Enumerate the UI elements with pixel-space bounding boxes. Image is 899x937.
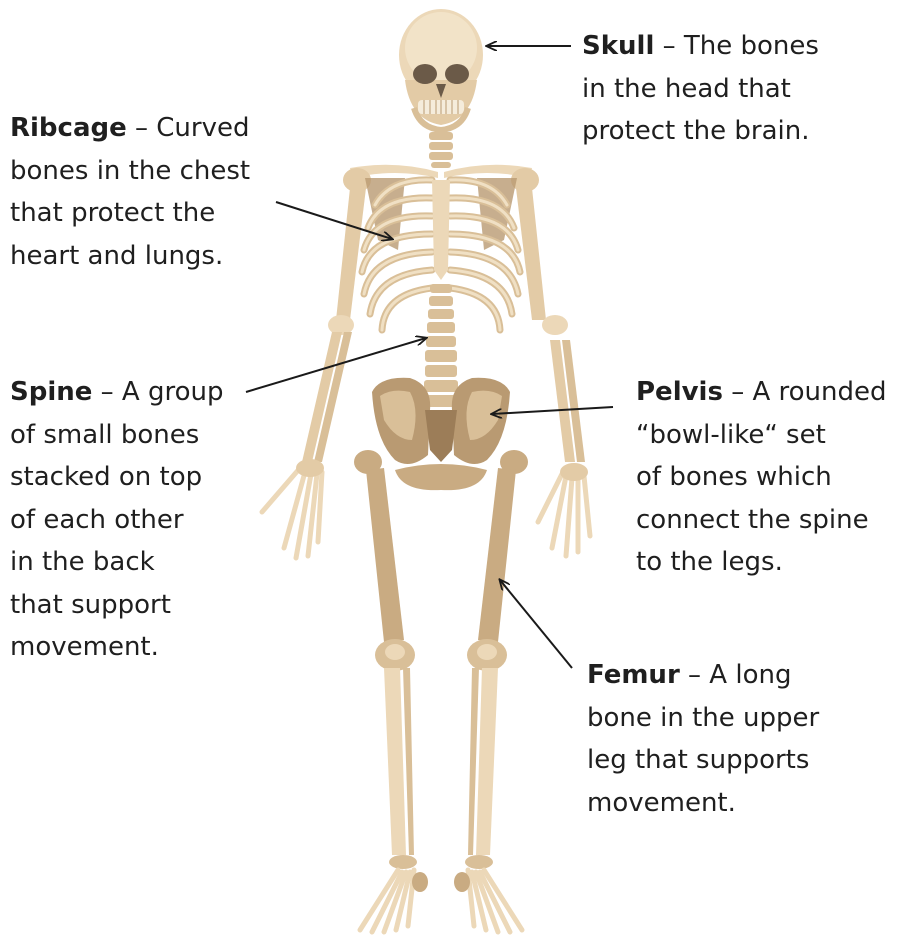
spine-desc-line: in the back bbox=[10, 541, 224, 584]
pelvis-desc-line: to the legs. bbox=[636, 541, 887, 584]
right-arm-bones bbox=[516, 188, 590, 556]
pelvis-desc-line: connect the spine bbox=[636, 499, 887, 542]
ribcage-term: Ribcage bbox=[10, 113, 127, 143]
neck-vertebrae bbox=[429, 132, 453, 168]
skull-desc-line: – The bones bbox=[654, 31, 819, 61]
femur-arrow bbox=[500, 580, 572, 668]
femur-label: Femur – A long bone in the upper leg tha… bbox=[587, 654, 819, 824]
pelvis-desc-line: “bowl-like“ set bbox=[636, 414, 887, 457]
femur-desc-line: movement. bbox=[587, 782, 819, 825]
ribcage-desc-line: that protect the bbox=[10, 192, 250, 235]
ribcage-desc-line: heart and lungs. bbox=[10, 235, 250, 278]
pelvis-desc-line: – A rounded bbox=[723, 377, 887, 407]
ribcage-desc-line: – Curved bbox=[127, 113, 250, 143]
femur-desc-line: bone in the upper bbox=[587, 697, 819, 740]
pelvis-term: Pelvis bbox=[636, 377, 723, 407]
pelvis-arrow bbox=[492, 407, 613, 414]
skeleton-illustration bbox=[262, 9, 590, 932]
pelvis-bone bbox=[372, 378, 510, 490]
ribcage-label: Ribcage – Curved bones in the chest that… bbox=[10, 107, 250, 277]
skull-label: Skull – The bones in the head that prote… bbox=[582, 25, 819, 153]
left-leg-bones bbox=[354, 450, 428, 932]
left-arm-bones bbox=[262, 188, 366, 558]
spine-bone bbox=[424, 284, 458, 407]
femur-term: Femur bbox=[587, 660, 680, 690]
femur-desc-line: – A long bbox=[680, 660, 792, 690]
skull-bone bbox=[399, 9, 483, 130]
spine-desc-line: movement. bbox=[10, 626, 224, 669]
pelvis-label: Pelvis – A rounded “bowl-like“ set of bo… bbox=[636, 371, 887, 584]
right-leg-bones bbox=[454, 450, 528, 932]
skull-desc-line: protect the brain. bbox=[582, 110, 819, 153]
femur-desc-line: leg that supports bbox=[587, 739, 819, 782]
spine-label: Spine – A group of small bones stacked o… bbox=[10, 371, 224, 669]
spine-desc-line: – A group bbox=[92, 377, 223, 407]
spine-desc-line: stacked on top bbox=[10, 456, 224, 499]
spine-desc-line: that support bbox=[10, 584, 224, 627]
skull-desc-line: in the head that bbox=[582, 68, 819, 111]
ribcage-desc-line: bones in the chest bbox=[10, 150, 250, 193]
skull-term: Skull bbox=[582, 31, 654, 61]
spine-desc-line: of small bones bbox=[10, 414, 224, 457]
spine-desc-line: of each other bbox=[10, 499, 224, 542]
pelvis-desc-line: of bones which bbox=[636, 456, 887, 499]
spine-term: Spine bbox=[10, 377, 92, 407]
